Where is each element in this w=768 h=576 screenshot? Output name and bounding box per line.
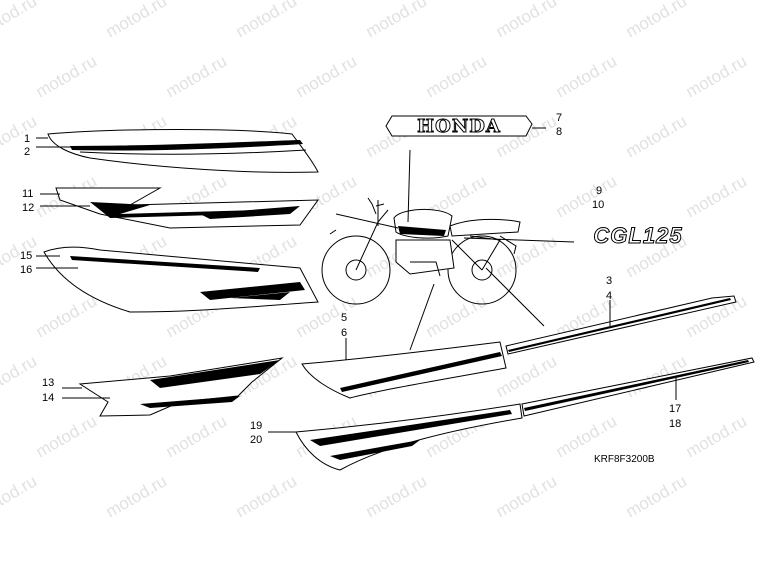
part-long-stripe[interactable] (505, 295, 737, 355)
label-20: 20 (250, 434, 262, 446)
watermark-text: motod.ru (623, 471, 691, 521)
watermark-text: motod.ru (683, 171, 751, 221)
watermark-text: motod.ru (103, 471, 171, 521)
watermark-text: motod.ru (293, 51, 361, 101)
part-side-stripe[interactable] (43, 246, 319, 313)
watermark-text: motod.ru (163, 411, 231, 461)
watermark-text: motod.ru (0, 111, 40, 161)
label-10: 10 (592, 199, 604, 211)
watermark-text: motod.ru (553, 171, 621, 221)
part-zigzag-stripe[interactable] (55, 187, 319, 229)
label-5: 5 (341, 312, 347, 324)
label-17: 17 (669, 403, 681, 415)
watermark-text: motod.ru (163, 51, 231, 101)
watermark-text: motod.ru (363, 0, 431, 41)
cgl125-emblem-text: CGL125 (593, 223, 682, 248)
label-13: 13 (42, 377, 54, 389)
drawing-code: KRF8F3200B (594, 454, 655, 465)
watermark-text: motod.ru (493, 0, 561, 41)
watermark-text: motod.ru (363, 471, 431, 521)
watermark-text: motod.ru (553, 51, 621, 101)
label-4: 4 (606, 290, 612, 302)
label-15: 15 (20, 250, 32, 262)
part-rear-cowl-stripe[interactable] (301, 341, 507, 399)
watermark-text: motod.ru (103, 0, 171, 41)
watermark-text: motod.ru (233, 471, 301, 521)
cgl125-emblem[interactable]: CGL125 (593, 223, 682, 249)
watermark-text: motod.ru (683, 411, 751, 461)
label-2: 2 (24, 146, 30, 158)
part-tank-stripe-upper[interactable] (47, 129, 319, 173)
label-19: 19 (250, 420, 262, 432)
label-18: 18 (669, 418, 681, 430)
watermark-text: motod.ru (233, 0, 301, 41)
watermark-text: motod.ru (623, 111, 691, 161)
label-14: 14 (42, 392, 54, 404)
label-1: 1 (24, 133, 30, 145)
label-11: 11 (22, 188, 33, 200)
honda-emblem[interactable]: HONDA (385, 115, 533, 138)
label-6: 6 (341, 327, 347, 339)
label-3: 3 (606, 275, 612, 287)
watermark-text: motod.ru (423, 291, 491, 341)
label-7: 7 (556, 112, 562, 124)
honda-emblem-text: HONDA (417, 116, 501, 137)
label-12: 12 (22, 202, 34, 214)
part-side-cover-stripe[interactable] (78, 357, 284, 417)
watermark-text: motod.ru (0, 471, 40, 521)
watermark-text: motod.ru (33, 51, 101, 101)
motorcycle-illustration (321, 197, 521, 305)
label-8: 8 (556, 126, 562, 138)
label-16: 16 (20, 264, 32, 276)
watermark-text: motod.ru (0, 351, 40, 401)
part-lower-cowl-stripe[interactable] (295, 403, 523, 471)
watermark-text: motod.ru (33, 411, 101, 461)
watermark-text: motod.ru (33, 291, 101, 341)
watermark-text: motod.ru (683, 51, 751, 101)
watermark-text: motod.ru (0, 0, 40, 41)
watermark-text: motod.ru (493, 471, 561, 521)
part-thin-long-stripe[interactable] (521, 357, 755, 417)
watermark-text: motod.ru (623, 0, 691, 41)
watermark-text: motod.ru (423, 51, 491, 101)
label-9: 9 (596, 185, 602, 197)
